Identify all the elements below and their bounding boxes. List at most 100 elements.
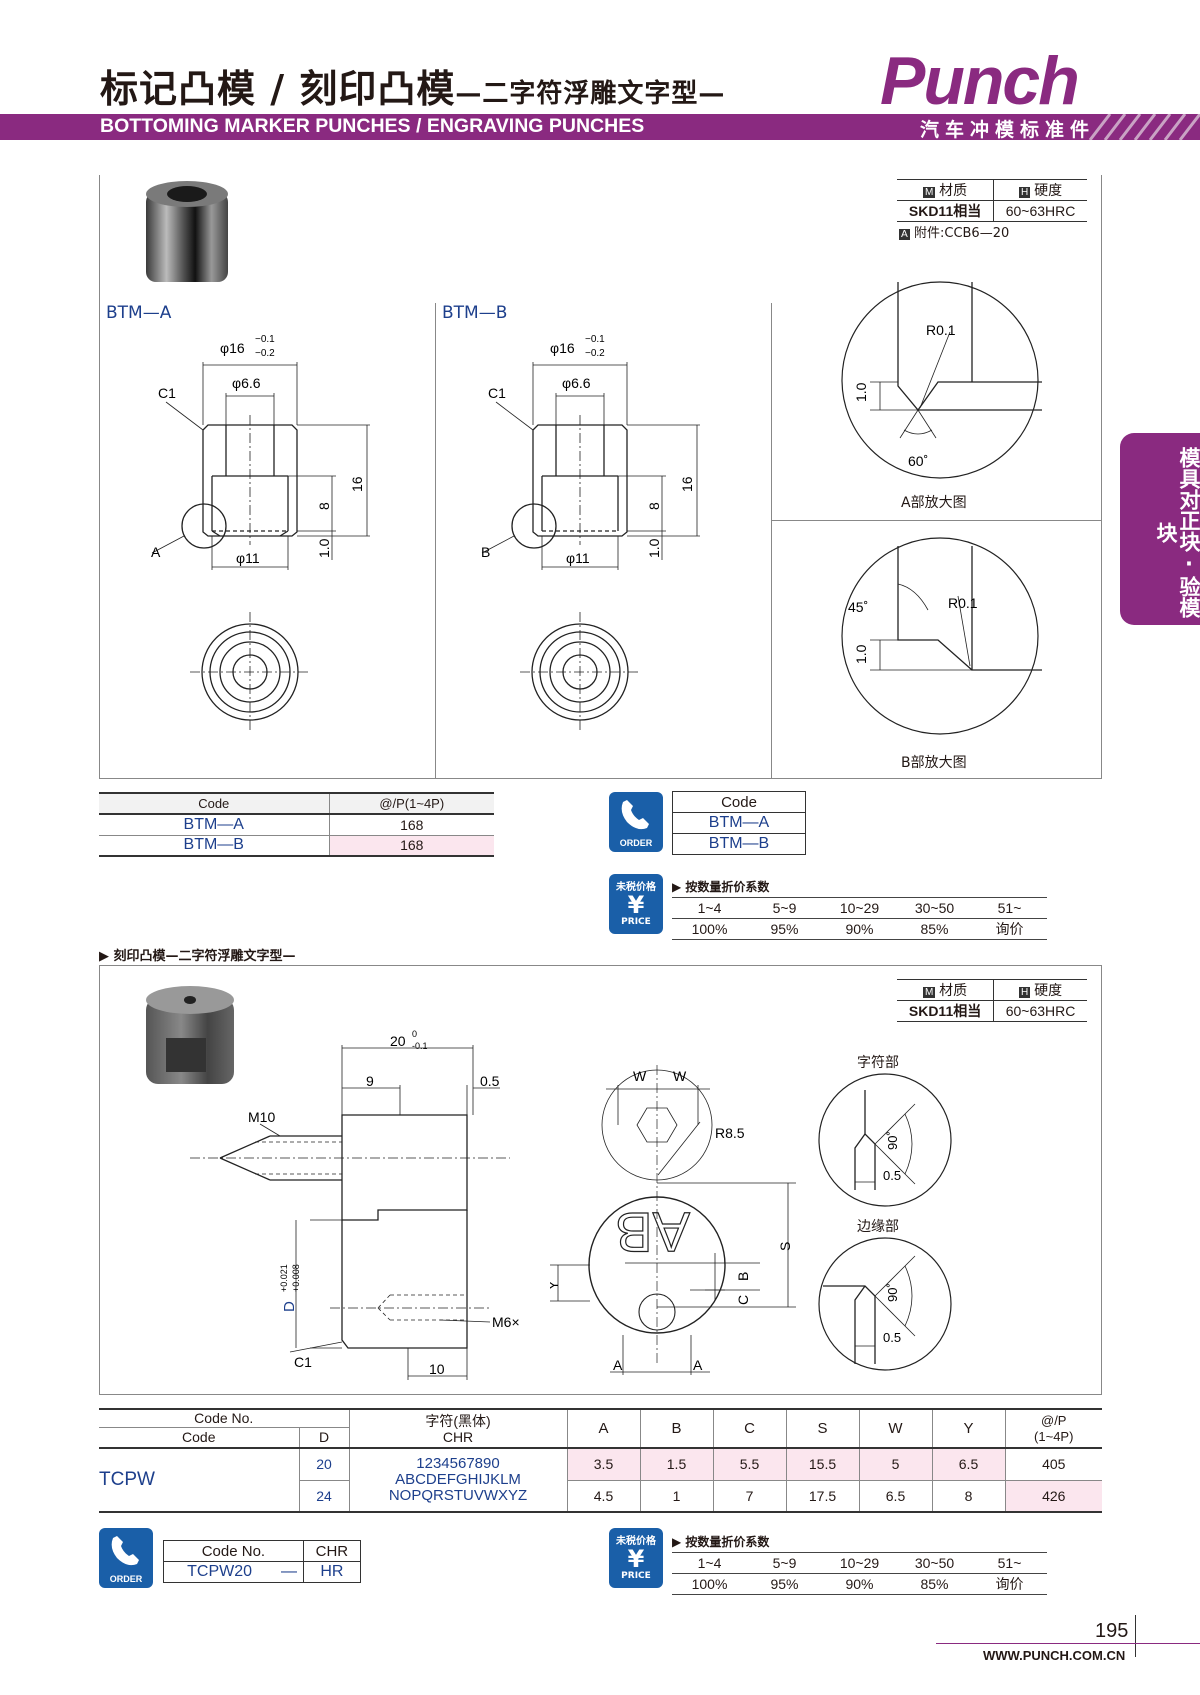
dim-8: 8 — [646, 502, 662, 510]
order-icon-label: ORDER — [109, 1574, 143, 1584]
price-icon: 未税价格 ¥ PRICE — [609, 1528, 663, 1588]
th-price: @/P(1~4P) — [379, 796, 445, 811]
y-label: Y — [550, 1280, 561, 1290]
relief-chars: AB — [615, 1201, 690, 1264]
qty-cell: 5~9 — [747, 897, 822, 919]
header-stripes — [1088, 114, 1200, 140]
tol-20a: 0 — [412, 1030, 417, 1039]
h-icon: H — [1018, 987, 1031, 998]
yen-icon: ¥ — [627, 1545, 645, 1573]
detail-b-h: 1.0 — [853, 644, 869, 664]
divider — [771, 520, 1102, 521]
material-table-2: M 材质 H 硬度 SKD11相当 60~63HRC — [897, 979, 1087, 1022]
order-example-table: Code No. CHR TCPW20 — HR — [163, 1540, 361, 1583]
dim-16-v: 16 — [349, 476, 365, 492]
row-val: 8 — [932, 1480, 1006, 1512]
qty-cell: 10~29 — [822, 1552, 897, 1574]
row-price: 405 — [1042, 1456, 1066, 1473]
footer-url[interactable]: WWW.PUNCH.COM.CN — [983, 1648, 1126, 1663]
th-col: A — [567, 1409, 641, 1449]
th-code: Code — [99, 1427, 300, 1448]
detail-a-r: R0.1 — [926, 322, 956, 338]
angle-90: 90˚ — [885, 1131, 900, 1150]
row-price: 426 — [1005, 1480, 1102, 1512]
page-number: 195 — [1095, 1620, 1129, 1642]
tcpw-front-drawing: AB W W R8.5 S Y B C A A — [550, 1065, 796, 1375]
order-icon[interactable]: ORDER — [99, 1528, 153, 1588]
qty-cell: 1~4 — [672, 1552, 747, 1574]
order-h-codeno: Code No. — [163, 1540, 304, 1562]
order-example-chr[interactable]: HR — [320, 1563, 344, 1580]
qty-cell: 30~50 — [897, 897, 972, 919]
qty-cell: 30~50 — [897, 1552, 972, 1574]
tcpw-photo — [146, 986, 234, 1084]
order-code[interactable]: BTM—A — [708, 814, 770, 831]
dim-11: φ11 — [566, 550, 590, 566]
page-title: 标记凸模 / 刻印凸模—二字符浮雕文字型— — [100, 58, 725, 113]
tol-16a: −0.1 — [585, 334, 605, 345]
price-icon-bottom: PRICE — [621, 917, 651, 927]
btm-a-label: BTM—A — [106, 303, 172, 323]
detail-b-angle: 45˚ — [848, 599, 868, 615]
english-title: BOTTOMING MARKER PUNCHES / ENGRAVING PUN… — [100, 115, 645, 137]
c1-label: C1 — [488, 385, 506, 401]
divider — [771, 303, 772, 779]
qty-cell: 51~ — [972, 1552, 1047, 1574]
a-label: A — [613, 1357, 623, 1373]
s-label: S — [777, 1242, 793, 1251]
dim-66: φ6.6 — [562, 375, 591, 391]
mark-b: B — [481, 544, 490, 560]
rate-cell: 85% — [897, 1573, 972, 1595]
char-part-caption: 字符部 — [857, 1055, 899, 1071]
footer-line — [936, 1643, 1200, 1644]
divider — [435, 303, 436, 779]
row-val: 4.5 — [567, 1480, 641, 1512]
detail-a-h: 1.0 — [853, 382, 869, 402]
w-label: W — [673, 1068, 687, 1084]
tcpw-table: Code No. 字符(黑体)CHR A B C S W Y @/P(1~4P)… — [99, 1408, 1102, 1513]
th-col: S — [786, 1409, 860, 1449]
dim-10: 1.0 — [646, 538, 662, 558]
dim-20: 20 — [390, 1033, 406, 1049]
order-icon[interactable]: ORDER — [609, 792, 663, 852]
mark-a: A — [151, 544, 161, 560]
tol-16b: −0.2 — [255, 348, 275, 359]
detail-a-angle: 60˚ — [908, 453, 928, 469]
dim-8: 8 — [316, 502, 332, 510]
btm-b-drawing — [481, 362, 700, 732]
rate-cell: 90% — [822, 918, 897, 940]
brand-subtitle: 汽车冲模标准件 — [920, 119, 1096, 141]
material-table: M 材质 H 硬度 SKD11相当 60~63HRC — [897, 179, 1087, 222]
c-label: C — [735, 1295, 751, 1305]
tcpw-frame — [99, 965, 1102, 1395]
side-tab[interactable]: 模具对正块·验模块 — [1120, 433, 1200, 625]
th-price: @/P(1~4P) — [1005, 1409, 1102, 1449]
material-label: 材质 — [939, 182, 968, 198]
edge-part-caption: 边缘部 — [857, 1219, 899, 1235]
order-table: Code BTM—A BTM—B — [672, 791, 806, 855]
order-icon-label: ORDER — [619, 838, 653, 848]
chr-line: 1234567890 — [416, 1455, 500, 1472]
r85-label: R8.5 — [715, 1125, 745, 1141]
th-chr: 字符(黑体)CHR — [349, 1409, 568, 1449]
order-example-code[interactable]: TCPW20 — [187, 1563, 253, 1580]
price-title-text: 按数量折价系数 — [685, 880, 770, 894]
tol-16a: −0.1 — [255, 334, 275, 345]
order-code[interactable]: BTM—B — [708, 835, 770, 852]
qty-cell: 51~ — [972, 897, 1047, 919]
th-chr-2: CHR — [442, 1428, 474, 1445]
footer-divider — [1135, 1615, 1136, 1657]
th-code: Code — [99, 793, 330, 814]
b-label: B — [735, 1272, 751, 1281]
rate-cell: 95% — [747, 1573, 822, 1595]
tcpw-code: TCPW — [99, 1448, 300, 1513]
th-codeno: Code No. — [99, 1409, 350, 1428]
price-title: ▶ 按数量折价系数 — [672, 880, 770, 894]
rate-cell: 85% — [897, 918, 972, 940]
section2-title: ▶ 刻印凸模—二字符浮雕文字型— — [99, 949, 296, 964]
qty-cell: 5~9 — [747, 1552, 822, 1574]
th-chr-1: 字符(黑体) — [425, 1412, 491, 1429]
btm-b-label: BTM—B — [442, 303, 508, 323]
row-price: 168 — [329, 835, 494, 856]
